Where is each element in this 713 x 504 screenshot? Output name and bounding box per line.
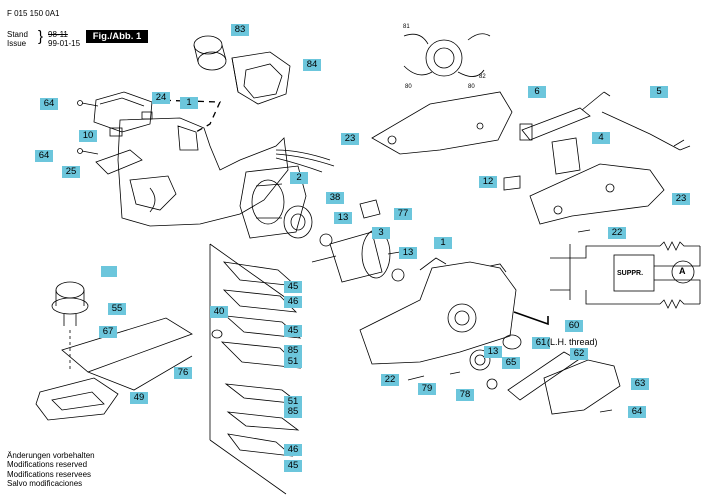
depth-knob-part — [51, 281, 89, 326]
callout-12: 12 — [479, 176, 497, 188]
blade-parts-stack — [209, 243, 302, 495]
handle-half-part — [371, 91, 513, 155]
callout-13: 13 — [334, 212, 352, 224]
belt-cover-part — [543, 359, 621, 415]
callout-84: 84 — [303, 59, 321, 71]
field-coil-part — [239, 165, 307, 239]
switch-part — [521, 107, 591, 141]
callout-55: 55 — [108, 303, 126, 315]
brace-icon: } — [38, 28, 44, 45]
callout-62: 62 — [570, 348, 588, 360]
callout-63: 63 — [631, 378, 649, 390]
callout-78: 78 — [456, 389, 474, 401]
callout-6: 6 — [528, 86, 546, 98]
chip-adapter-part — [231, 51, 291, 105]
callout-51: 51 — [284, 356, 302, 368]
callout-79: 79 — [418, 383, 436, 395]
callout-49: 49 — [130, 392, 148, 404]
callout-4: 4 — [592, 132, 610, 144]
callout-60: 60 — [565, 320, 583, 332]
callout-64-b: 64 — [35, 150, 53, 162]
callout-45-c: 45 — [284, 460, 302, 472]
callout-25: 25 — [62, 166, 80, 178]
callout-22-b: 22 — [381, 374, 399, 386]
power-cord-part — [601, 111, 691, 151]
callout-65: 65 — [502, 357, 520, 369]
callout-23: 23 — [341, 133, 359, 145]
figure-label: Fig./Abb. 1 — [86, 30, 148, 43]
footer-notes: Änderungen vorbehalten Modifications res… — [7, 451, 95, 488]
callout-38: 38 — [326, 192, 344, 204]
callout-51-b: 51 — [284, 396, 302, 408]
stand-old-date: 98-11 — [48, 30, 68, 39]
callout-46: 46 — [284, 296, 302, 308]
callout-64-c: 64 — [628, 406, 646, 418]
callout-45-b: 45 — [284, 325, 302, 337]
callout-85-b: 85 — [284, 406, 302, 418]
callout-64: 64 — [40, 98, 58, 110]
callout-40: 40 — [210, 306, 228, 318]
callout-76: 76 — [174, 367, 192, 379]
issue-label: Issue — [7, 39, 27, 48]
base-shoe-part — [35, 377, 119, 421]
callout-1: 1 — [180, 97, 198, 109]
issue-date: 99-01-15 — [48, 39, 81, 48]
callout-77: 77 — [394, 208, 412, 220]
brush-holder-part — [403, 33, 491, 77]
suppressor-label: SUPPR. — [617, 270, 644, 277]
main-housing-part-2 — [359, 257, 517, 365]
drive-belt-part — [507, 351, 579, 401]
callout-85: 85 — [284, 345, 302, 357]
callout-10: 10 — [79, 130, 97, 142]
brush-label-80: 80 — [405, 84, 412, 90]
footer-line-es: Salvo modificaciones — [7, 478, 83, 488]
callout-22: 22 — [608, 227, 626, 239]
callout-5: 5 — [650, 86, 668, 98]
callout-23-b: 23 — [672, 193, 690, 205]
stand-label: Stand — [7, 30, 28, 39]
main-housing-part — [117, 117, 289, 227]
footer-line-en: Modifications reserved — [7, 460, 88, 470]
callout-61: 61 — [532, 337, 550, 349]
callout-67: 67 — [99, 326, 117, 338]
footer-line-de: Änderungen vorbehalten — [7, 451, 95, 460]
callout-13-c: 13 — [484, 346, 502, 358]
handle-cap-part — [93, 91, 153, 133]
callout-45: 45 — [284, 281, 302, 293]
thread-note: (L.H. thread) — [547, 337, 598, 347]
callout-2: 2 — [290, 172, 308, 184]
base-plate-part — [61, 317, 193, 391]
brush-label-80-b: 80 — [468, 84, 475, 90]
callout-24: 24 — [152, 92, 170, 104]
dust-sleeve-part — [193, 35, 227, 71]
motor-label: A — [679, 266, 686, 276]
callout-1-b: 1 — [434, 237, 452, 249]
footer-line-fr: Modifications reservees — [7, 469, 92, 479]
callout-46-b: 46 — [284, 444, 302, 456]
doc-number: F 015 150 0A1 — [7, 9, 60, 18]
brush-label-81: 81 — [403, 24, 410, 30]
callout-83: 83 — [231, 24, 249, 36]
color-swatch — [101, 266, 117, 277]
callout-13-b: 13 — [399, 247, 417, 259]
wiring-schematic — [550, 241, 701, 309]
handle-half-part-2 — [529, 163, 665, 225]
brush-label-82: 82 — [479, 74, 486, 80]
callout-3: 3 — [372, 227, 390, 239]
